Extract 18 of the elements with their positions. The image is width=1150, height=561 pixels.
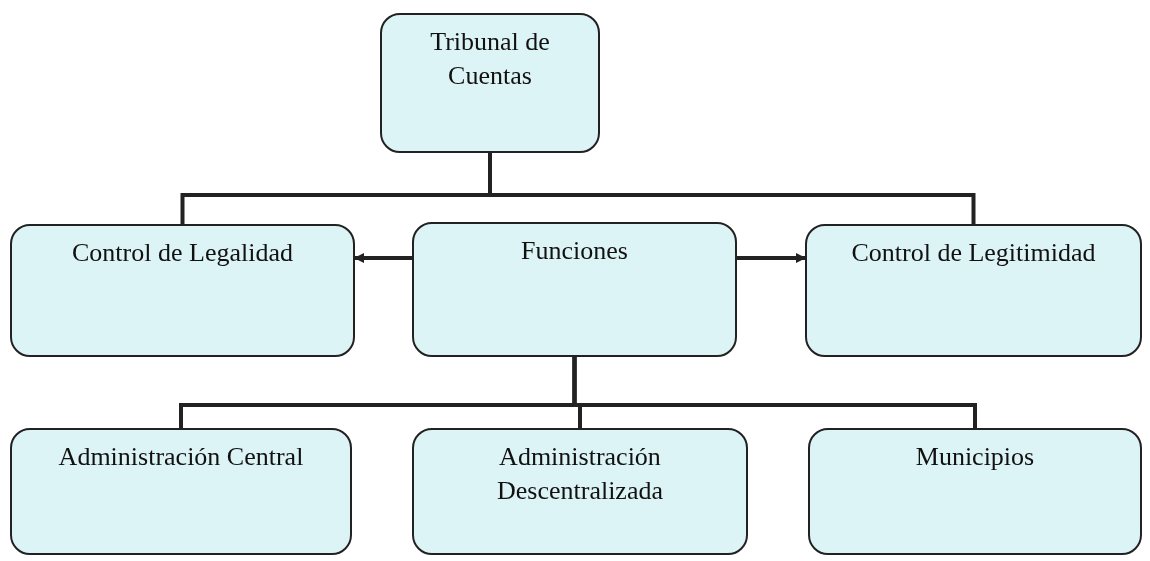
box-label: Control de Legitimidad: [850, 237, 1097, 269]
org-box: [412, 428, 748, 555]
box-label: Administración Central: [57, 441, 305, 473]
org-box: [380, 13, 600, 153]
connector-line: [488, 153, 976, 224]
box-label: Tribunal de Cuentas: [429, 26, 551, 92]
org-box: [805, 224, 1142, 357]
box-label: Control de Legalidad: [71, 237, 294, 269]
org-box: [10, 428, 352, 555]
arrow: [737, 253, 806, 263]
box-label: Administración Descentralizada: [496, 441, 664, 507]
box-label: Funciones: [520, 235, 629, 267]
arrow: [354, 253, 412, 263]
org-box: [412, 222, 737, 357]
org-box: [10, 224, 355, 357]
box-label: Municipios: [914, 441, 1036, 473]
org-box: [808, 428, 1142, 555]
connector-line: [572, 357, 977, 428]
